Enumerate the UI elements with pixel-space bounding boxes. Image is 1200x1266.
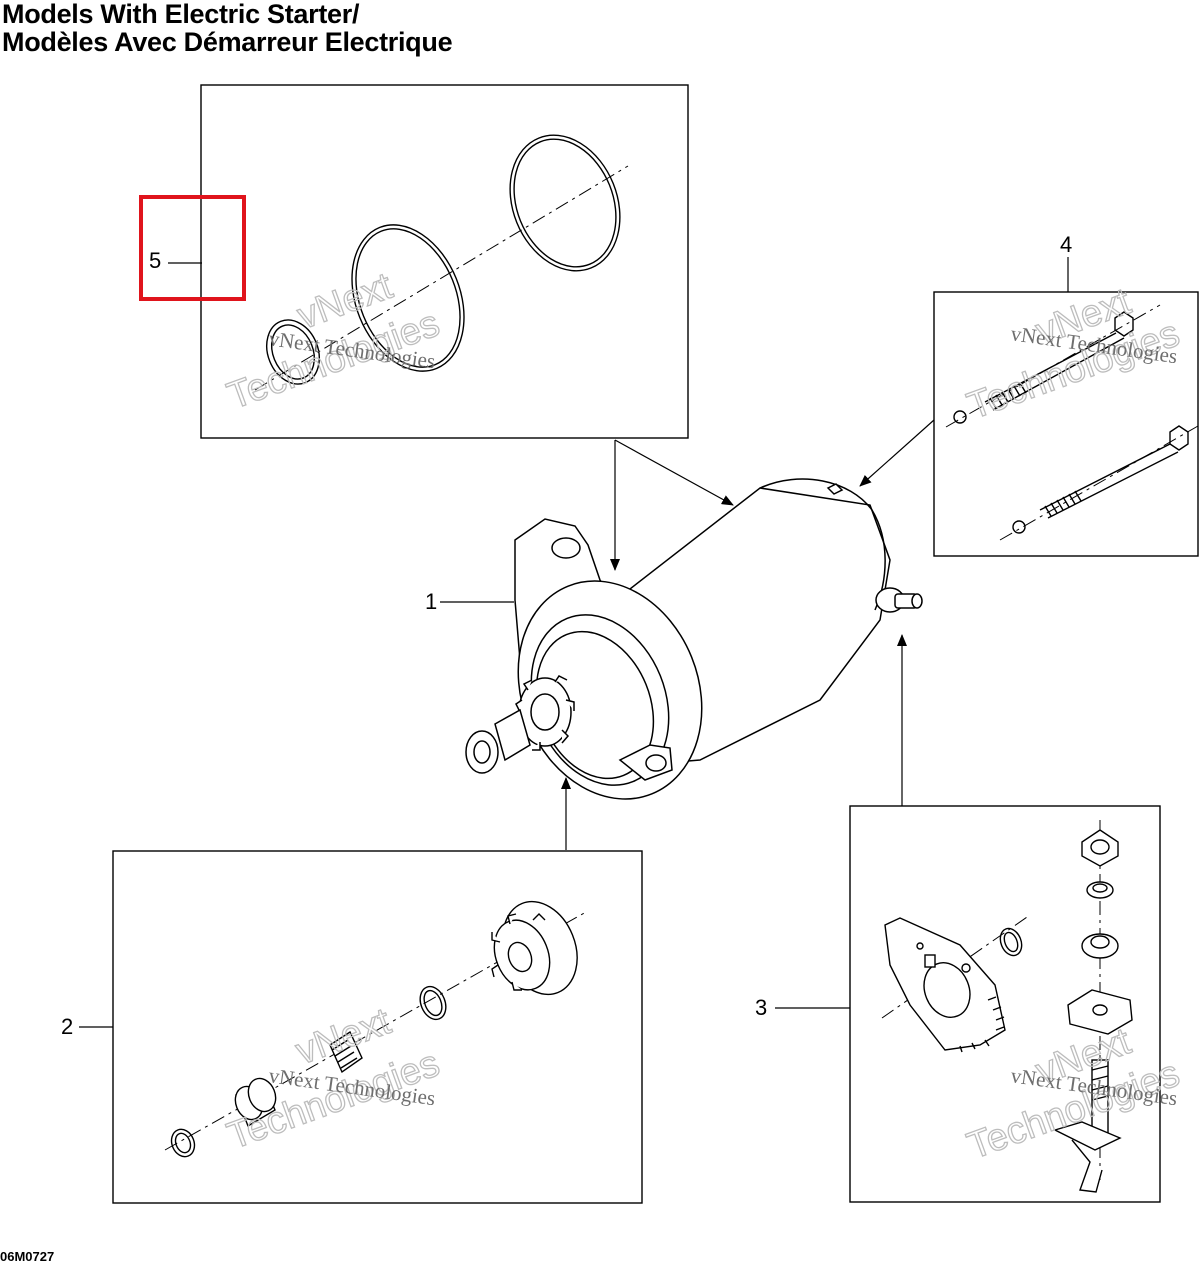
terminal-washer-ring	[999, 927, 1023, 957]
large-o-ring	[509, 134, 621, 272]
starter-motor	[465, 478, 923, 800]
drive-retaining-ring	[170, 1128, 196, 1158]
insulator-bushing	[1081, 933, 1119, 959]
watermark-bottom-right: vNext Technologies vNext Technologies	[961, 1020, 1185, 1169]
page-title-french: Modèles Avec Démarreur Electrique	[2, 27, 453, 57]
drive-pinion	[491, 900, 578, 996]
drive-sleeve	[234, 1077, 277, 1128]
watermark-top-left: vNext Technologies vNext Technologies	[221, 264, 445, 418]
terminal-stud	[875, 587, 923, 613]
callout-3: 3	[755, 995, 767, 1020]
inset-box-5	[200, 84, 689, 439]
highlight-box	[139, 195, 246, 301]
medium-o-ring	[351, 224, 465, 372]
callout-4: 4	[1060, 232, 1072, 257]
arrow-inset5-b	[614, 439, 734, 506]
terminal-bolt	[1053, 1059, 1122, 1193]
callout-1: 1	[425, 589, 437, 614]
callout-5: 5	[149, 248, 161, 273]
callout-2: 2	[61, 1014, 73, 1039]
through-bolt-lower	[1012, 425, 1189, 534]
inset-box-4	[933, 291, 1199, 557]
page-title: Models With Electric Starter/	[2, 0, 360, 29]
watermark-top-right: vNext Technologies vNext Technologies	[961, 280, 1185, 429]
terminal-nut	[1081, 829, 1119, 867]
drive-shaft	[494, 708, 531, 762]
terminal-plate	[884, 917, 1006, 1053]
terminal-bracket	[1067, 989, 1133, 1035]
drive-o-ring	[419, 985, 447, 1021]
drive-spring	[329, 1030, 363, 1074]
lock-washer	[1086, 881, 1114, 899]
arrow-inset4	[859, 419, 935, 487]
through-bolt-upper	[953, 311, 1134, 424]
end-cap	[759, 478, 886, 611]
inset-box-3	[849, 805, 1161, 1203]
inset-box-2	[112, 850, 643, 1204]
figure-code: 06M0727	[0, 1249, 55, 1264]
small-seal-ring	[266, 319, 320, 385]
